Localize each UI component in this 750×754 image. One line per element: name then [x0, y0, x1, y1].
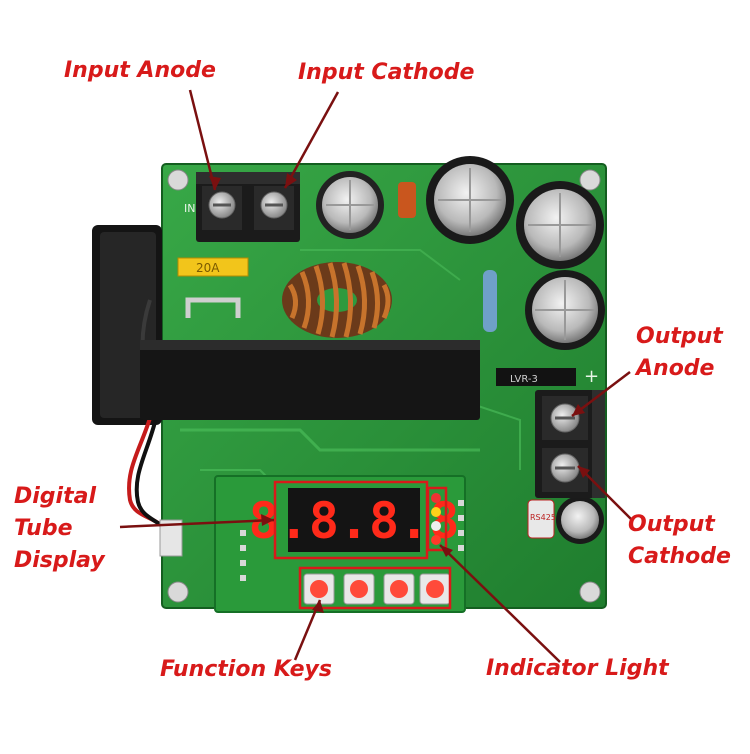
diode-silk: LVR-3 — [510, 374, 538, 385]
indicator-light-icon — [431, 535, 441, 545]
film-capacitor — [398, 182, 416, 218]
function-keys — [303, 573, 451, 605]
plus-silk-mark: + — [584, 366, 599, 387]
digital-tube-label-line3: Display — [14, 548, 105, 573]
digital-tube-display — [288, 488, 420, 552]
input-anode-label: Input Anode — [64, 58, 216, 83]
resistor — [483, 270, 497, 332]
jumper-wire — [185, 297, 241, 318]
output-anode-label-line1: Output — [636, 324, 723, 349]
input-silk-label: IN — [184, 202, 195, 215]
input-terminal-block — [196, 172, 300, 242]
toroid-inductor — [282, 262, 392, 338]
fan-connector — [159, 519, 183, 557]
output-cathode-label-line1: Output — [628, 512, 715, 537]
callout-arrowheads — [209, 173, 590, 613]
electrolytic-capacitors — [316, 156, 605, 544]
keys-highlight-box — [298, 566, 452, 610]
digital-tube-label-line2: Tube — [14, 516, 73, 541]
input-cathode-label: Input Cathode — [298, 60, 475, 85]
indicator-light-label: Indicator Light — [486, 656, 669, 681]
function-keys-label: Function Keys — [160, 657, 332, 682]
display-digits: 8.8.8.8 — [249, 492, 460, 550]
indicator-highlight-box — [426, 486, 448, 552]
output-cathode-label-line2: Cathode — [628, 544, 731, 569]
cap-silk: RS425 — [530, 513, 556, 522]
diode — [496, 368, 576, 386]
callout-arrows — [119, 89, 633, 663]
digital-tube-label-line1: Digital — [14, 484, 96, 509]
control-board: 8.8.8.8 — [214, 475, 466, 613]
output-anode-label-line2: Anode — [636, 356, 715, 381]
heatsink — [140, 340, 480, 420]
fuse-silk: 20A — [196, 261, 220, 275]
fuse — [177, 257, 249, 277]
